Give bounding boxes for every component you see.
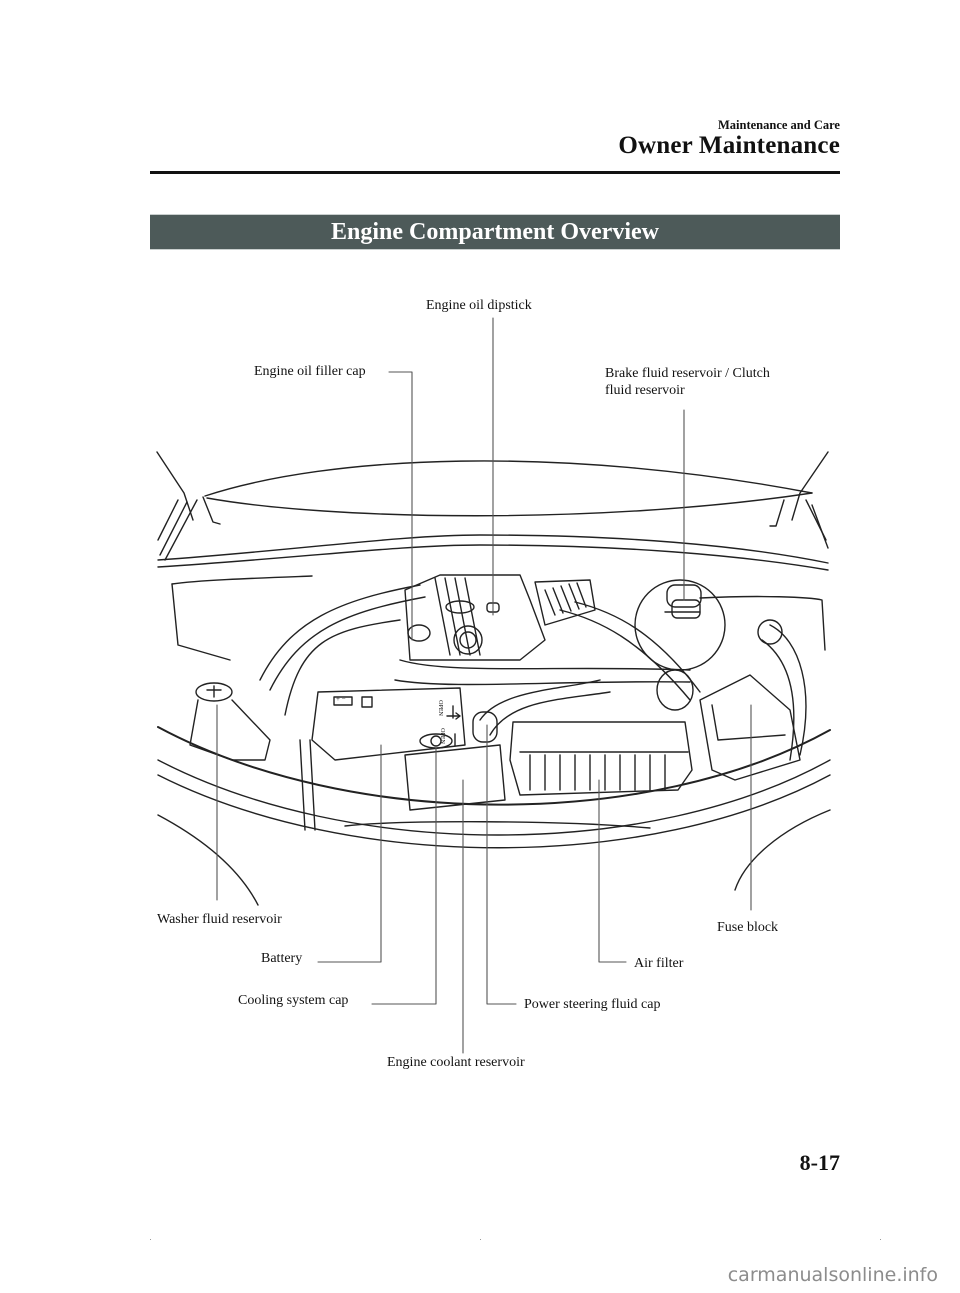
battery-polarity-marking: + −	[336, 695, 346, 703]
label-engine-coolant-reservoir: Engine coolant reservoir	[387, 1055, 525, 1070]
coolant-reservoir	[404, 711, 506, 811]
hose-lines	[259, 584, 701, 831]
battery-cover	[311, 687, 466, 761]
label-power-steering-fluid-cap: Power steering fluid cap	[524, 997, 661, 1012]
crop-mark	[880, 1239, 881, 1240]
header-divider	[150, 171, 840, 174]
fender-hose	[757, 619, 807, 761]
air-filter-box	[509, 669, 694, 796]
label-washer-fluid-reservoir: Washer fluid reservoir	[157, 912, 282, 927]
banner-title: Engine Compartment Overview	[331, 218, 659, 245]
section-banner: Engine Compartment Overview	[150, 214, 840, 250]
engine-cover	[404, 574, 596, 661]
label-cooling-system-cap: Cooling system cap	[238, 993, 349, 1008]
page-number: 8-17	[799, 1150, 840, 1175]
label-engine-oil-filler-cap: Engine oil filler cap	[254, 364, 366, 379]
page-title: Owner Maintenance	[618, 132, 840, 159]
leader-lines	[216, 317, 752, 1054]
section-label: Maintenance and Care	[718, 118, 840, 132]
label-engine-oil-dipstick: Engine oil dipstick	[426, 298, 532, 313]
cowl-lines	[157, 534, 829, 661]
washer-reservoir	[189, 682, 271, 761]
brake-reservoir	[634, 579, 726, 671]
open-marking-1: OPEN	[436, 700, 443, 716]
label-brake-fluid-line1: Brake fluid reservoir / Clutch	[605, 366, 770, 381]
open-marking-2: OPEN	[438, 728, 445, 744]
label-fuse-block: Fuse block	[717, 920, 779, 935]
label-air-filter: Air filter	[634, 956, 684, 971]
hood-outline	[156, 451, 829, 561]
watermark: carmanualsonline.info	[727, 1264, 938, 1286]
crop-mark	[150, 1239, 151, 1240]
label-battery: Battery	[261, 951, 303, 966]
front-bumper	[157, 726, 831, 906]
fuse-block	[699, 674, 801, 781]
label-brake-fluid-line2: fluid reservoir	[605, 383, 685, 398]
crop-mark	[480, 1239, 481, 1240]
